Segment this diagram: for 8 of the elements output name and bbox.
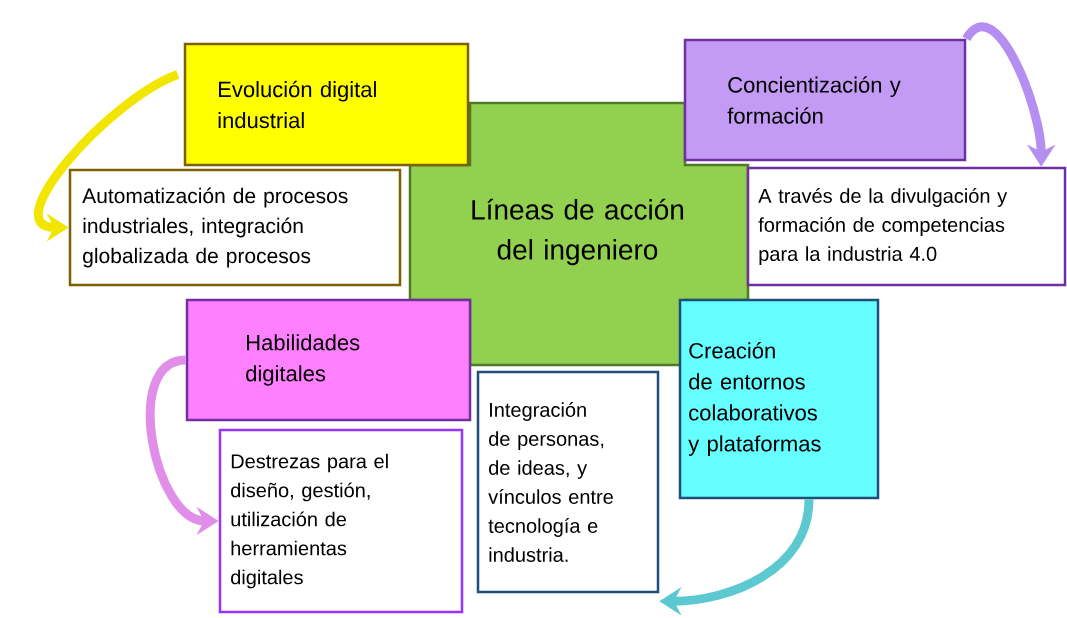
description-box: A través de la divulgación y formación de competencias para la industria 4.0 <box>746 166 1067 287</box>
description-box: Destrezas para el diseño, gestión, utilización de herramientas digitales <box>218 428 464 614</box>
title-box: Habilidades digitales <box>185 298 472 422</box>
title-box: Concientización y formación <box>683 38 967 162</box>
description-box: Automatización de procesos industriales, integración globalizada de procesos <box>68 168 402 287</box>
title-box: Evolución digital industrial <box>183 42 470 167</box>
description-box: Integración de personas, de ideas, y vínculos entre tecnología e industria. <box>476 370 660 594</box>
title-box: Creación de entornos colaborativos y plataformas <box>678 298 880 500</box>
